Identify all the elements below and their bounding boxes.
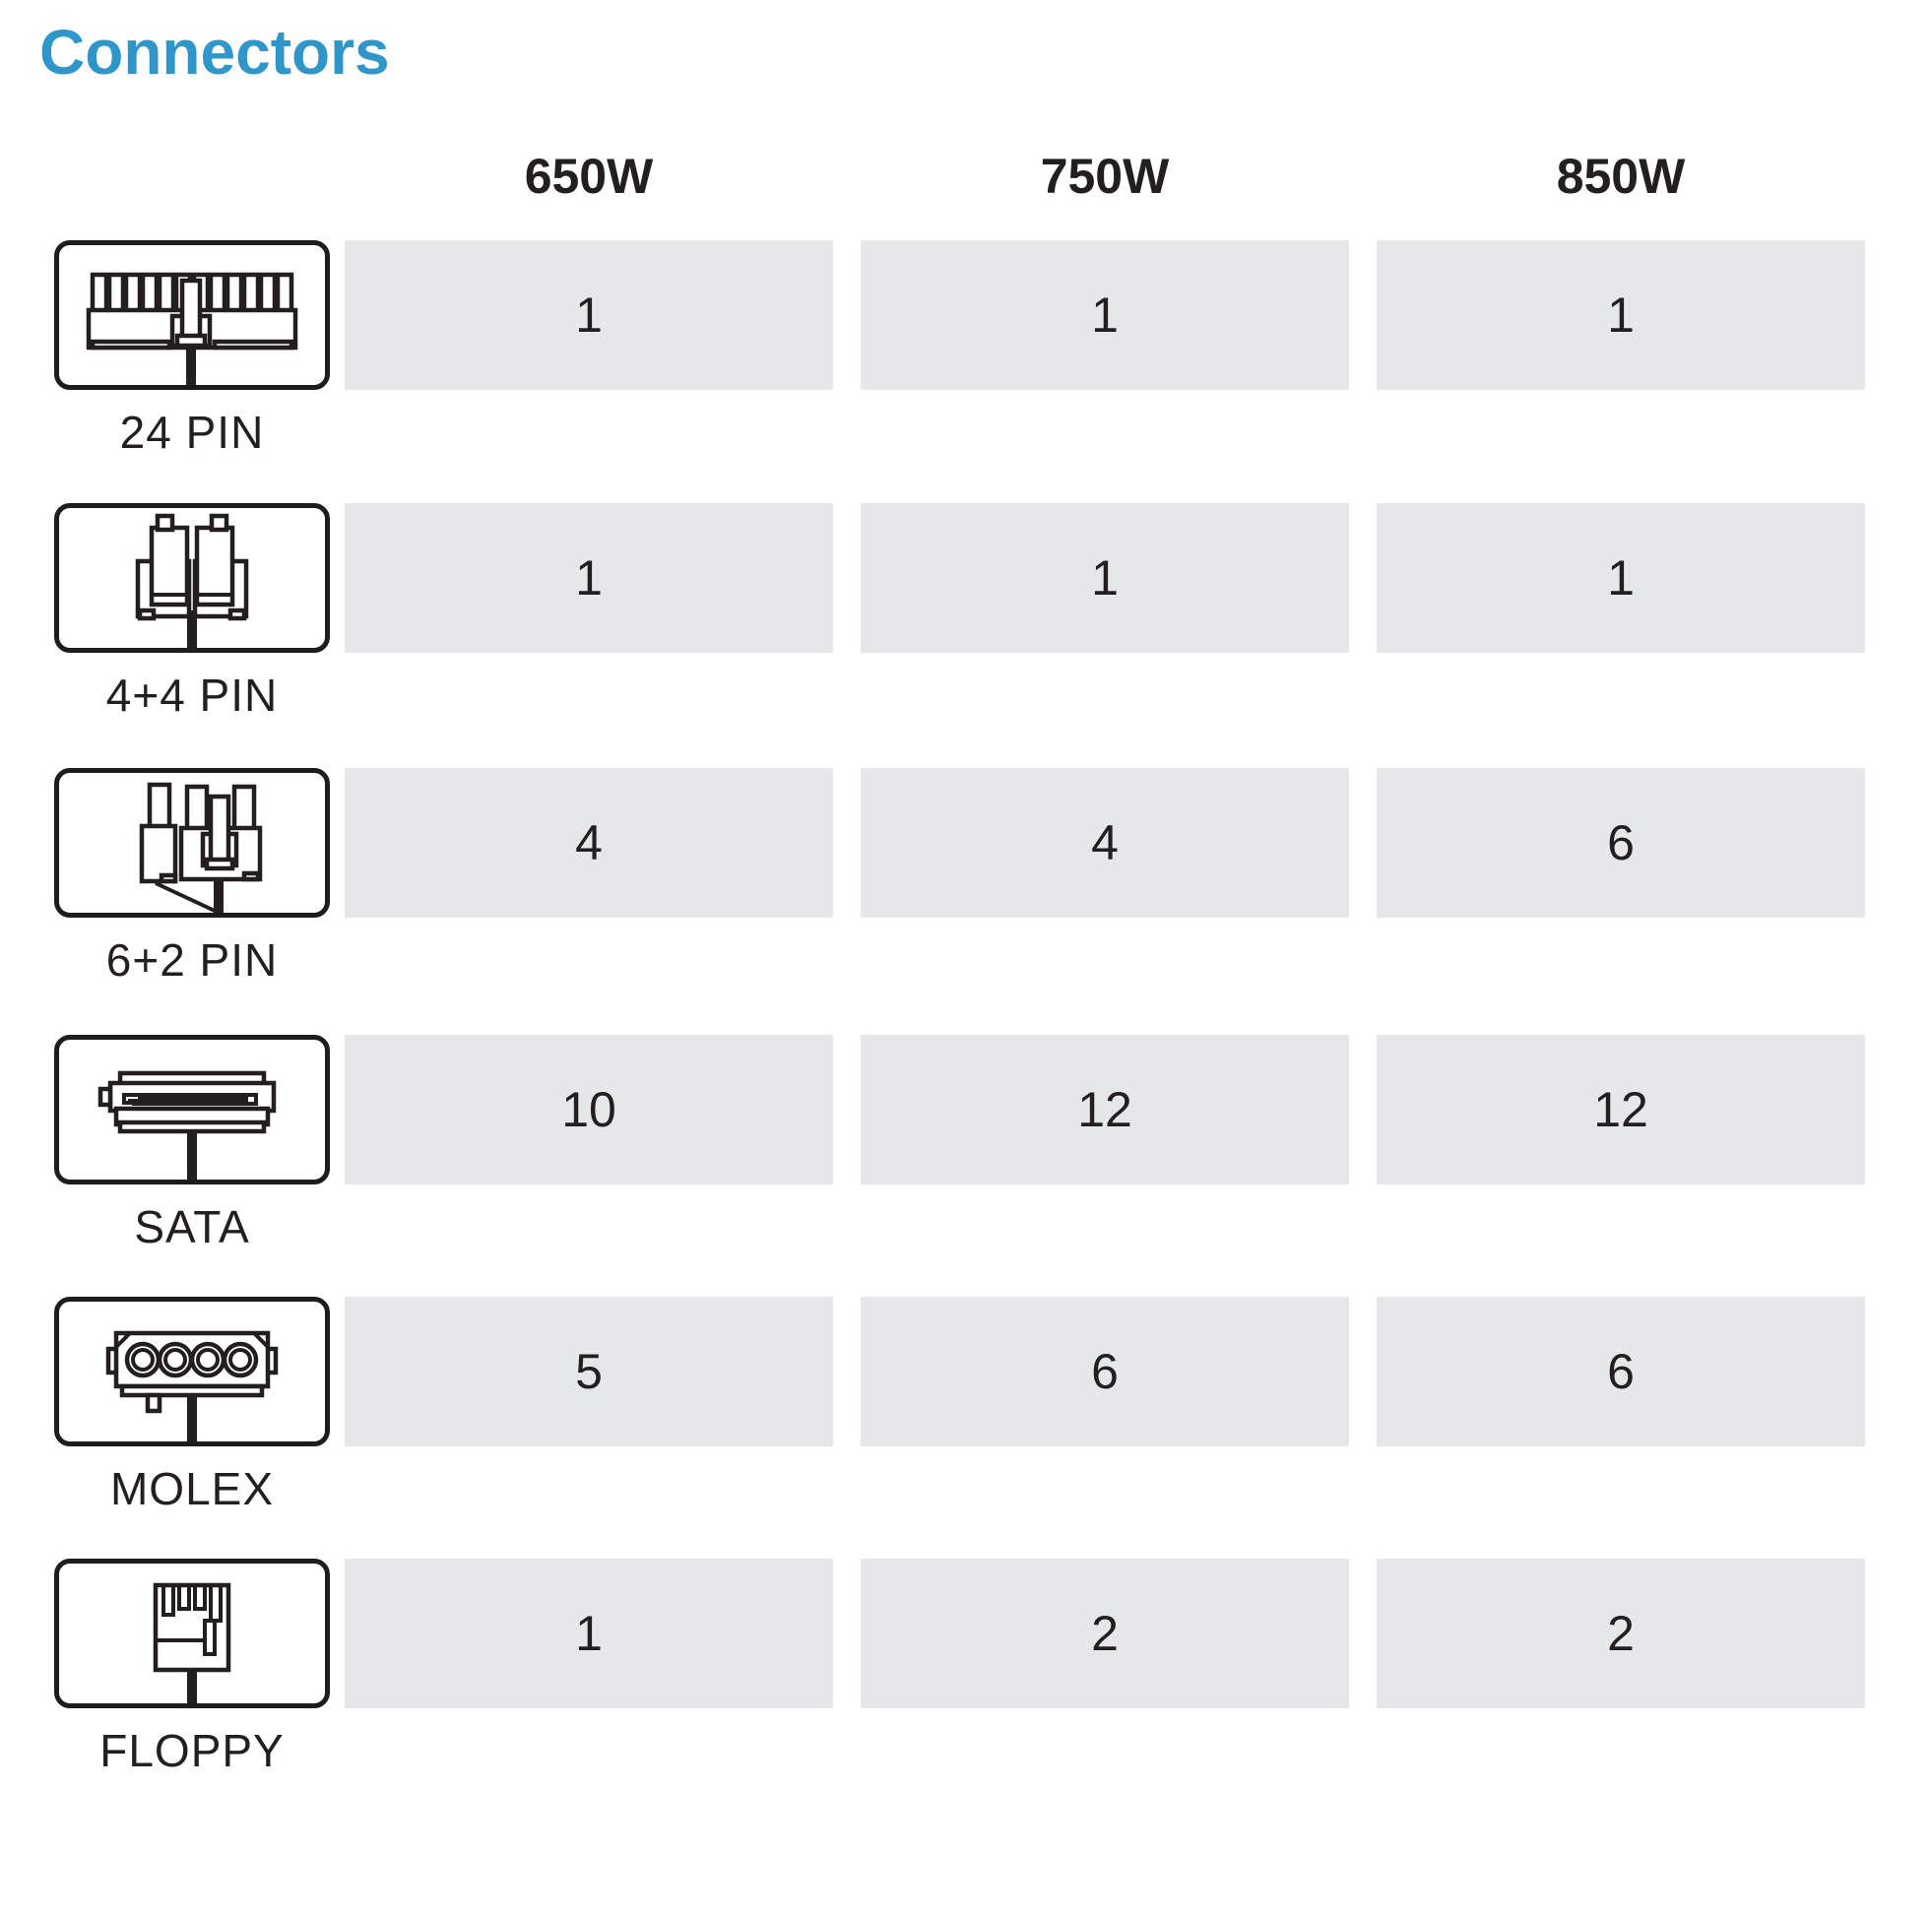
value-cell: 5	[345, 1297, 833, 1446]
value-cell: 1	[345, 1559, 833, 1708]
connector-icon-box	[54, 1297, 330, 1446]
column-header-750w: 750W	[1040, 149, 1170, 204]
connector-label: SATA	[134, 1201, 250, 1252]
connector-label: 24 PIN	[119, 407, 265, 458]
value-cell: 2	[1377, 1559, 1865, 1708]
molex-connector-icon	[105, 1330, 279, 1441]
value-cell: 6	[1377, 1297, 1865, 1446]
table-row-sata: SATA 10 12 12	[0, 1035, 1932, 1271]
connector-icon-box	[54, 1035, 330, 1184]
pcie-6plus2pin-connector-icon	[139, 782, 263, 913]
eps-4plus4pin-connector-icon	[135, 513, 249, 648]
column-header-650w: 650W	[524, 149, 654, 204]
table-row-6plus2pin: 6+2 PIN 4 4 6	[0, 768, 1932, 1004]
connector-icon-box	[54, 1559, 330, 1708]
table-row-4plus4pin: 4+4 PIN 1 1 1	[0, 503, 1932, 739]
value-cell: 1	[861, 503, 1349, 653]
connector-label: 4+4 PIN	[105, 670, 279, 721]
connector-label: 6+2 PIN	[105, 934, 279, 986]
connector-icon-box	[54, 768, 330, 918]
value-cell: 1	[345, 503, 833, 653]
value-cell: 6	[861, 1297, 1349, 1446]
connector-icon-box	[54, 240, 330, 390]
connector-label: MOLEX	[109, 1463, 275, 1514]
value-cell: 1	[1377, 240, 1865, 390]
value-cell: 12	[1377, 1035, 1865, 1184]
table-row-molex: MOLEX 5 6 6	[0, 1297, 1932, 1533]
value-cell: 12	[861, 1035, 1349, 1184]
sata-connector-icon	[97, 1070, 277, 1180]
table-row-24pin: 24 PIN 1 1 1	[0, 240, 1932, 477]
floppy-connector-icon	[153, 1582, 231, 1703]
value-cell: 1	[1377, 503, 1865, 653]
connector-icon-box	[54, 503, 330, 653]
value-cell: 1	[861, 240, 1349, 390]
column-header-850w: 850W	[1556, 149, 1686, 204]
page-title: Connectors	[39, 17, 390, 88]
atx-24pin-connector-icon	[86, 272, 298, 385]
value-cell: 6	[1377, 768, 1865, 918]
value-cell: 10	[345, 1035, 833, 1184]
table-row-floppy: FLOPPY 1 2 2	[0, 1559, 1932, 1795]
value-cell: 1	[345, 240, 833, 390]
connector-label: FLOPPY	[99, 1725, 285, 1776]
value-cell: 4	[345, 768, 833, 918]
value-cell: 4	[861, 768, 1349, 918]
value-cell: 2	[861, 1559, 1349, 1708]
